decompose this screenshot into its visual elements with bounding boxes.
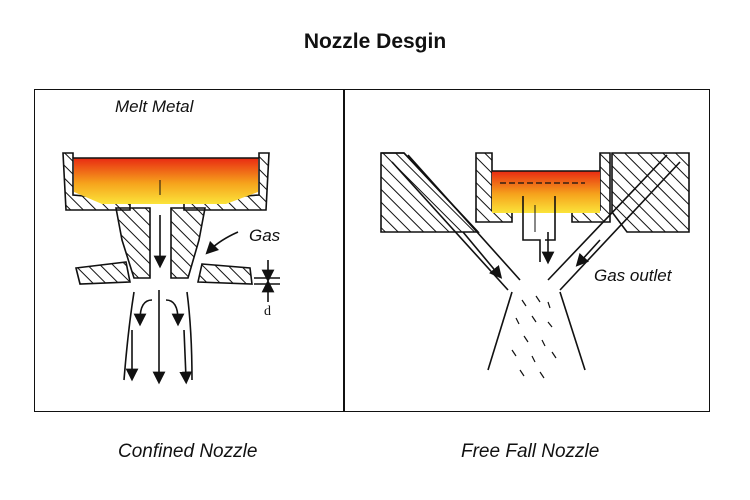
gas-outlet-label: Gas outlet — [594, 266, 672, 285]
free-fall-nozzle-drawing — [380, 152, 690, 379]
gas-label: Gas — [249, 226, 281, 245]
gas-jet-right — [197, 263, 253, 285]
dimension-d-label: d — [264, 304, 271, 319]
gas-jet-left — [75, 261, 131, 285]
confined-nozzle-drawing — [62, 152, 280, 385]
diagram-frame — [34, 89, 710, 412]
free-fall-nozzle-caption: Free Fall Nozzle — [461, 441, 600, 462]
melt-pool-right — [492, 171, 600, 213]
diagram-title: Nozzle Desgin — [303, 30, 447, 53]
confined-nozzle-caption: Confined Nozzle — [118, 441, 258, 462]
panel-divider — [343, 89, 345, 412]
nozzle-left-wall — [115, 207, 151, 279]
melt-metal-label: Melt Metal — [115, 97, 194, 116]
melt-pool — [74, 158, 258, 204]
nozzle-right-wall — [170, 207, 206, 279]
